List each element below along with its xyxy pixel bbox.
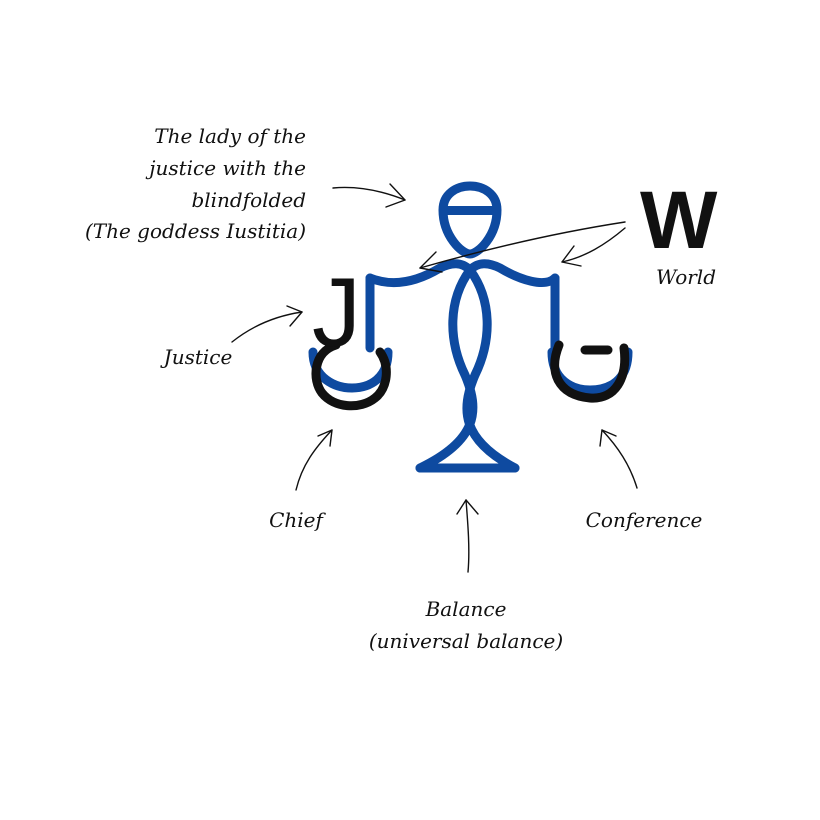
figure-body-right	[462, 265, 520, 473]
letter-w: W	[640, 175, 718, 266]
label-lady: The lady of the justice with the blindfo…	[85, 124, 306, 243]
arrow-lady	[332, 186, 406, 201]
label-justice: Justice	[160, 345, 233, 369]
arrow-balance	[465, 499, 470, 573]
label-conference: Conference	[586, 508, 703, 532]
black-letterforms	[311, 340, 630, 411]
chief-c-bowl	[311, 340, 391, 411]
label-chief: Chief	[269, 508, 326, 532]
arrow-world-beam	[419, 221, 626, 269]
letter-j: J	[312, 257, 361, 367]
figure-body-left	[415, 265, 478, 473]
label-balance-line-2: (universal balance)	[369, 629, 563, 653]
label-lady-line-2: justice with the	[145, 156, 306, 180]
arrow-chief	[295, 429, 333, 491]
label-world: World	[656, 265, 716, 289]
arrow-world-end	[561, 227, 626, 263]
annotation-arrows	[231, 183, 638, 573]
arrow-conference	[601, 429, 638, 489]
figure-head	[438, 181, 502, 259]
conference-c-bowl	[550, 340, 630, 403]
label-lady-line-4: (The goddess Iustitia)	[85, 219, 306, 243]
label-lady-line-3: blindfolded	[191, 188, 306, 212]
label-balance: Balance (universal balance)	[369, 597, 563, 653]
label-balance-line-1: Balance	[425, 597, 507, 621]
label-lady-line-1: The lady of the	[154, 124, 306, 148]
blindfold	[446, 206, 494, 215]
arrow-justice	[231, 311, 303, 343]
